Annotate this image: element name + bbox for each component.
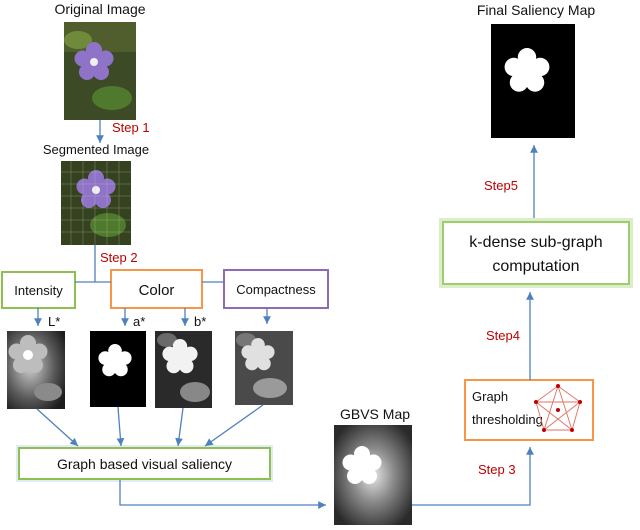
original-image [64,22,136,120]
graph-based-saliency-label: Graph based visual saliency [57,456,232,472]
step1-label: Step 1 [112,120,150,135]
graph-based-saliency-box: Graph based visual saliency [16,445,273,482]
b-channel-image [155,331,212,408]
graph-thresholding-box: Graph thresholding [464,379,594,441]
arrow-gbvs-to-map [119,480,326,509]
original-image-title: Original Image [54,1,145,17]
kdense-label-line1: k-dense sub-graph [469,234,602,251]
intensity-channel-image [7,331,65,409]
intensity-label: Intensity [14,283,63,298]
gbvs-map-title: GBVS Map [340,406,410,422]
kdense-subgraph-box: k-dense sub-graph computation [439,218,633,288]
color-box: Color [110,269,203,309]
a-channel-label: a* [133,314,145,329]
segmented-image-title: Segmented Image [43,142,149,157]
compactness-channel-image [235,331,293,405]
b-channel-label: b* [194,314,206,329]
arrow-a-to-gbvs [116,406,125,447]
intensity-box: Intensity [1,271,76,309]
arrow-map-to-graph [412,447,534,506]
graph-label-line1: Graph [472,389,508,404]
final-saliency-map-title: Final Saliency Map [477,2,595,18]
graph-label-line2: thresholding [472,412,543,427]
compactness-label: Compactness [236,282,316,297]
step5-label: Step5 [484,178,518,193]
arrow-l-to-gbvs [36,408,79,447]
compactness-box: Compactness [223,269,329,309]
arrow-b-to-gbvs [175,407,184,447]
segmented-image [61,161,131,245]
arrow-compactness-to-gbvs [204,404,264,447]
step4-label: Step4 [486,328,520,343]
color-label: Color [139,282,175,299]
l-channel-label: L* [48,314,60,329]
kdense-label-line2: computation [492,258,579,275]
a-channel-image [90,331,146,407]
pentagon-graph-icon [534,384,582,432]
step3-label: Step 3 [478,462,516,477]
step2-label: Step 2 [100,250,138,265]
gbvs-map-image [334,425,412,525]
final-saliency-map-image [491,24,575,138]
